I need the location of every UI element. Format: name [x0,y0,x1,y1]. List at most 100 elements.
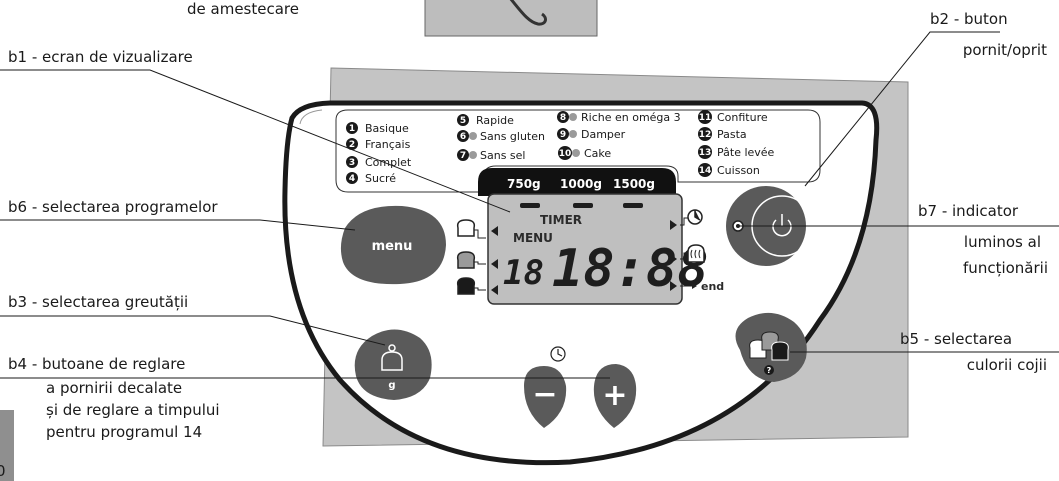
lcd-time-digits: 18:88 [552,239,709,299]
weight-marker-1500 [623,203,643,208]
weight-tab [478,168,676,196]
program-item[interactable]: 8 Riche en oméga 3 [557,111,681,124]
program-name: Sans gluten [480,130,545,143]
minus-button[interactable] [524,366,567,428]
crust-arrow-dark-icon [491,285,498,295]
program-item[interactable]: 5 Rapide [457,114,514,127]
label-b2-line2: pornit/oprit [963,41,1047,59]
program-item[interactable]: 11 Confiture [698,110,768,124]
menu-button[interactable] [340,205,446,285]
weight-marker-750 [520,203,540,208]
end-label: end [701,280,724,293]
crust-medium-connector [474,261,486,265]
label-b1: b1 - ecran de vizualizare [8,48,193,66]
plus-button[interactable] [593,364,637,428]
label-b5-line1: b5 - selectarea [900,330,1012,348]
svg-text:11: 11 [699,113,712,123]
label-b4-line4: pentru programul 14 [46,423,202,441]
weight-unit-label: g [388,380,395,391]
lcd-timer-label: TIMER [540,213,582,227]
svg-text:14: 14 [699,166,712,176]
program-number-badge [557,128,569,140]
crust-dark-connector [474,287,486,291]
page-corner-tab [0,410,14,481]
crust-arrow-medium-icon [491,259,498,269]
bread-dark-icon [456,277,476,295]
program-number-badge [698,127,712,141]
lcd-menu-label: MENU [513,231,553,245]
program-name: Pâte levée [717,146,775,159]
gray-indicator-icon [469,132,477,140]
program-item[interactable]: 4 Sucré [346,172,396,185]
clock-icon [687,209,703,225]
program-item[interactable]: 10 Cake [558,146,611,160]
program-number-badge [346,172,358,184]
program-name: Damper [581,128,626,141]
svg-text:10: 10 [559,149,572,159]
program-name: Français [365,138,411,151]
leader-b2 [804,31,1000,187]
program-item[interactable]: 6 Sans gluten [457,130,545,143]
label-b3: b3 - selectarea greutății [8,293,188,311]
weight-marker-1000 [573,203,593,208]
program-item[interactable]: 2 Français [346,138,411,151]
timer-connector [680,217,688,226]
leader-b1 [0,69,511,213]
leader-b3 [0,315,386,346]
top-fragment-text: de amestecare [187,0,299,18]
plus-button-label: + [602,378,627,413]
program-number-badge [557,111,569,123]
svg-text:7: 7 [460,151,466,161]
power-icon [772,214,792,237]
program-item[interactable]: 14 Cuisson [698,163,760,177]
weight-button[interactable] [354,329,432,400]
gray-indicator-icon [469,151,477,159]
program-list: 1 Basique 2 Français 3 Complet 4 Sucré 5… [346,110,775,185]
bread-medium-icon [456,251,476,269]
program-name: Riche en oméga 3 [581,111,681,124]
program-name: Sans sel [480,149,525,162]
mixing-paddle-box [424,0,598,37]
svg-text:5: 5 [460,116,466,126]
program-number-badge [698,110,712,124]
program-item[interactable]: 1 Basique [346,122,409,135]
weight-label-750: 750g [507,177,541,191]
svg-text:9: 9 [560,130,566,140]
program-name: Rapide [476,114,514,127]
program-item[interactable]: 13 Pâte levée [698,145,775,159]
crust-help-label: ? [767,366,772,375]
svg-text:8: 8 [560,113,566,123]
program-number-badge [698,163,712,177]
gray-indicator-icon [569,130,577,138]
program-number-badge [346,156,358,168]
program-item[interactable]: 9 Damper [557,128,626,141]
crust-light-connector [474,229,486,239]
mixing-paddle-icon [509,0,547,26]
label-b4-line2: a pornirii decalate [46,379,182,397]
status-arrow-warm-icon [670,254,677,264]
leader-b6 [0,219,356,231]
label-b6: b6 - selectarea programelor [8,198,218,216]
gray-indicator-icon [569,113,577,121]
label-b7-line3: funcționării [963,259,1048,277]
gray-indicator-icon [572,149,580,157]
bread-light-icon [456,219,476,237]
program-item[interactable]: 12 Pasta [698,127,747,141]
keep-warm-icon [687,244,705,263]
crust-arrow-light-icon [491,226,498,236]
program-name: Pasta [717,128,747,141]
crust-shades-icon [749,331,789,361]
svg-text:3: 3 [349,158,355,168]
panel-highlight [299,109,323,125]
program-name: Sucré [365,172,396,185]
program-item[interactable]: 7 Sans sel [457,149,525,162]
label-b4-line3: și de reglare a timpului [46,401,220,419]
label-b4-line1: b4 - butoane de reglare [8,355,185,373]
svg-text:12: 12 [699,130,712,140]
status-arrow-end-icon [670,281,677,291]
minus-button-label: − [532,377,557,412]
leader-lines [0,31,1059,379]
program-number-badge [698,145,712,159]
svg-text:1: 1 [349,124,355,134]
timer-clock-icon [550,346,566,362]
